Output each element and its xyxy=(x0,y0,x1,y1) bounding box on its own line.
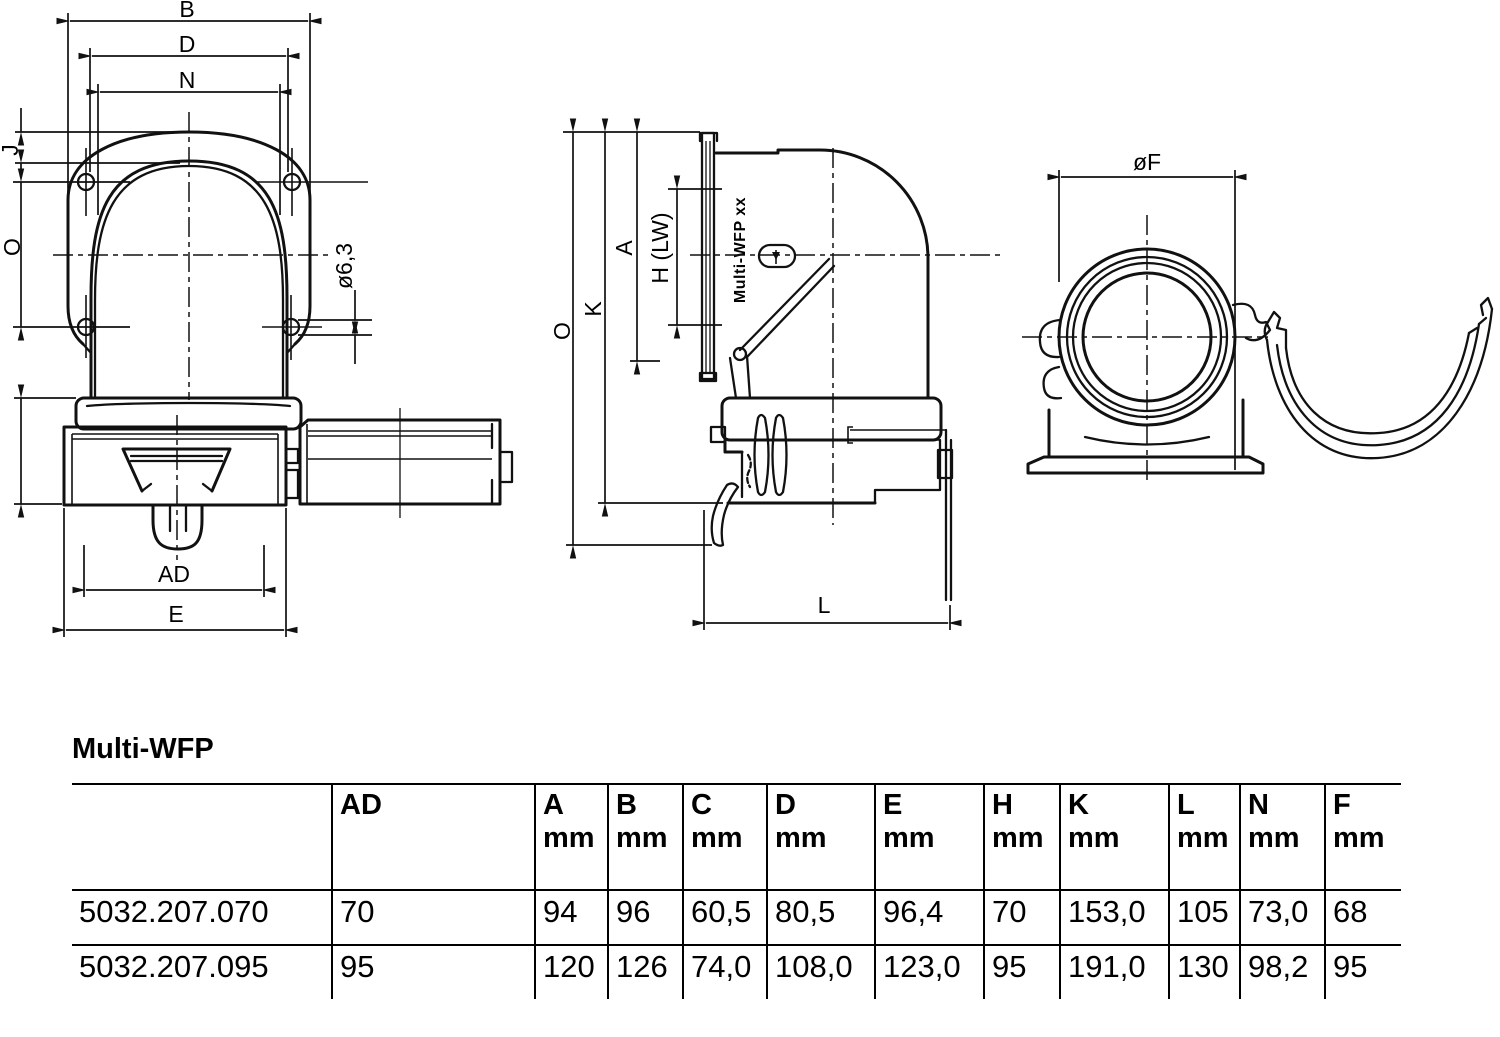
value-n: 73,0 xyxy=(1239,890,1325,946)
dim-label-h: H (LW) xyxy=(647,212,673,283)
value-e: 123,0 xyxy=(874,945,984,999)
value-h: 70 xyxy=(983,890,1060,946)
hinge-lugs xyxy=(1038,318,1063,400)
dim-label-ad: AD xyxy=(158,561,190,587)
value-l: 105 xyxy=(1168,890,1240,946)
dim-label-a: A xyxy=(611,240,637,256)
base-box xyxy=(62,425,288,507)
dim-label-k: K xyxy=(580,301,606,317)
latch-lug xyxy=(1231,302,1272,342)
value-a: 120 xyxy=(534,945,608,999)
end-centerlines xyxy=(1022,215,1268,482)
open-strap xyxy=(1263,296,1494,460)
value-k: 191,0 xyxy=(1059,945,1169,999)
collar xyxy=(74,396,303,431)
side-centerlines xyxy=(690,148,1005,525)
clamp-base xyxy=(1026,398,1265,475)
dim-label-e: E xyxy=(168,601,183,627)
dim-label-j: J xyxy=(0,144,23,156)
dim-label-o-side: O xyxy=(549,322,575,340)
dim-label-b: B xyxy=(179,0,194,22)
value-a: 94 xyxy=(534,890,608,946)
value-c: 60,5 xyxy=(682,890,767,946)
front-centerlines xyxy=(53,112,333,560)
value-f: 68 xyxy=(1324,890,1401,946)
value-b: 96 xyxy=(607,890,683,946)
page-title: Multi-WFP xyxy=(72,733,214,765)
plate-edge xyxy=(698,131,719,383)
value-l: 130 xyxy=(1168,945,1240,999)
value-h: 95 xyxy=(983,945,1060,999)
value-ad: 95 xyxy=(331,945,535,999)
dim-label-f: øF xyxy=(1133,149,1161,175)
value-d: 108,0 xyxy=(766,945,875,999)
value-c: 74,0 xyxy=(682,945,767,999)
part-marking: Multi-WFP xx xyxy=(732,197,749,303)
col-header-ad: AD xyxy=(331,783,535,891)
dim-label-n: N xyxy=(179,67,196,93)
article-number: 5032.207.070 xyxy=(72,890,332,946)
side-view: Multi-WFP xx O K xyxy=(549,118,1005,630)
article-number: 5032.207.095 xyxy=(79,949,269,984)
technical-drawing: B D N J O ø6,3 AD xyxy=(0,0,1494,637)
front-dimensions: B D N J O ø6,3 AD xyxy=(0,0,372,637)
value-ad: 70 xyxy=(331,890,535,946)
mounting-holes xyxy=(76,148,368,360)
side-base xyxy=(709,396,954,602)
table-row: 5032.207.070 70 94 96 60,5 80,5 96,4 70 … xyxy=(72,890,1401,946)
dim-label-o-front: O xyxy=(0,238,25,256)
value-n: 98,2 xyxy=(1239,945,1325,999)
release-tongue xyxy=(151,503,204,551)
side-dimensions: O K A H (LW) L xyxy=(549,118,962,630)
elbow-body: Multi-WFP xx xyxy=(714,148,930,400)
front-view: B D N J O ø6,3 AD xyxy=(0,0,514,637)
end-dimensions: øF xyxy=(1047,149,1247,470)
table-row: 5032.207.095 95 120 126 74,0 108,0 123,0… xyxy=(72,945,1401,999)
value-f: 95 xyxy=(1324,945,1401,999)
dim-label-d: D xyxy=(179,31,196,57)
col-header-article xyxy=(72,783,332,891)
value-d: 80,5 xyxy=(766,890,875,946)
dim-label-hole-dia: ø6,3 xyxy=(331,243,357,289)
value-e: 96,4 xyxy=(874,890,984,946)
value-b: 126 xyxy=(607,945,683,999)
end-view: øF xyxy=(1022,149,1494,482)
strap-front xyxy=(284,408,514,518)
value-k: 153,0 xyxy=(1059,890,1169,946)
dim-label-l: L xyxy=(818,592,831,618)
